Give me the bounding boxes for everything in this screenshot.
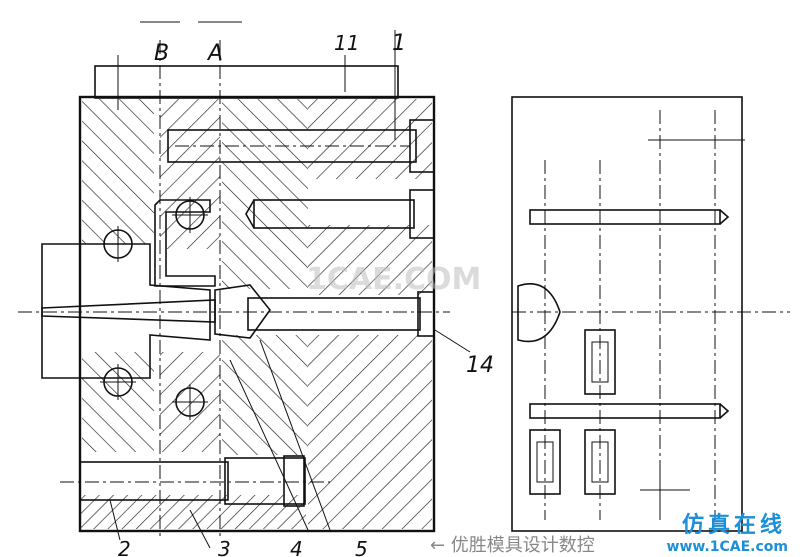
sprue-bushing <box>41 243 211 379</box>
side-view <box>511 96 790 532</box>
label-part-2: 2 <box>118 537 131 557</box>
screw-3-head <box>283 455 305 507</box>
label-part-4: 4 <box>290 537 303 557</box>
back-plate-bottom <box>308 335 432 529</box>
label-part-3: 3 <box>218 537 231 557</box>
brand-logo-text: 仿真在线 <box>681 513 786 538</box>
screw-1-shank <box>167 129 417 163</box>
watermark: 1CAE.COM <box>306 262 482 297</box>
side-hub <box>517 283 561 343</box>
screw-2-shank <box>253 199 415 229</box>
side-outline <box>511 96 743 532</box>
core-plate-upper <box>222 99 308 289</box>
back-plate-mid <box>308 225 432 295</box>
label-part-1: 1 <box>392 31 406 56</box>
ejector-pin-head <box>417 291 435 337</box>
caption-text: ← 优胜模具设计数控 <box>430 535 595 556</box>
cavity-block-2 <box>529 429 561 495</box>
section-view <box>18 21 471 549</box>
side-pin-bottom <box>529 403 721 419</box>
label-part-5: 5 <box>355 537 368 557</box>
label-part-14: 14 <box>466 353 494 378</box>
leader-14 <box>434 329 471 353</box>
ejector-pin-14 <box>247 297 421 331</box>
back-plate-top <box>308 99 432 179</box>
label-part-11: 11 <box>334 31 359 55</box>
part-labels: B A 11 1 14 2 3 4 5 <box>118 31 494 557</box>
brand-url: www.1CAE.com <box>666 539 788 555</box>
label-section-a: A <box>206 41 223 66</box>
screw-3-shank <box>79 461 229 501</box>
left-plate-upper <box>82 99 154 244</box>
screw-3-nut <box>224 457 306 505</box>
label-section-b: B <box>154 41 169 66</box>
sprue-channel <box>41 299 216 323</box>
top-plate-11 <box>94 65 399 99</box>
insert-strip <box>154 199 216 287</box>
cavity-block-1 <box>584 329 616 395</box>
cavity-block-3 <box>584 429 616 495</box>
gate-cone <box>214 284 272 339</box>
screw-2-head <box>409 189 435 239</box>
screw-2-tip <box>245 199 255 229</box>
side-pin-top <box>529 209 721 225</box>
